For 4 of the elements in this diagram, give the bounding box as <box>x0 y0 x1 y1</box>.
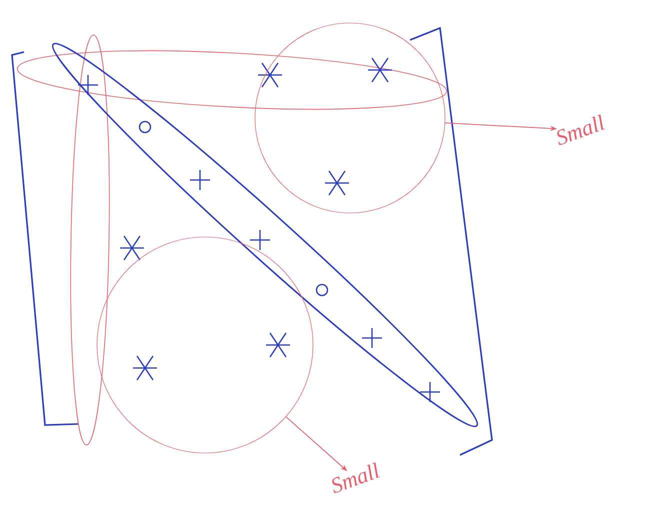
note-text: Small <box>332 462 380 493</box>
circle-outline <box>96 236 314 454</box>
circle-outline <box>254 22 446 214</box>
note-text: Small <box>557 114 605 145</box>
